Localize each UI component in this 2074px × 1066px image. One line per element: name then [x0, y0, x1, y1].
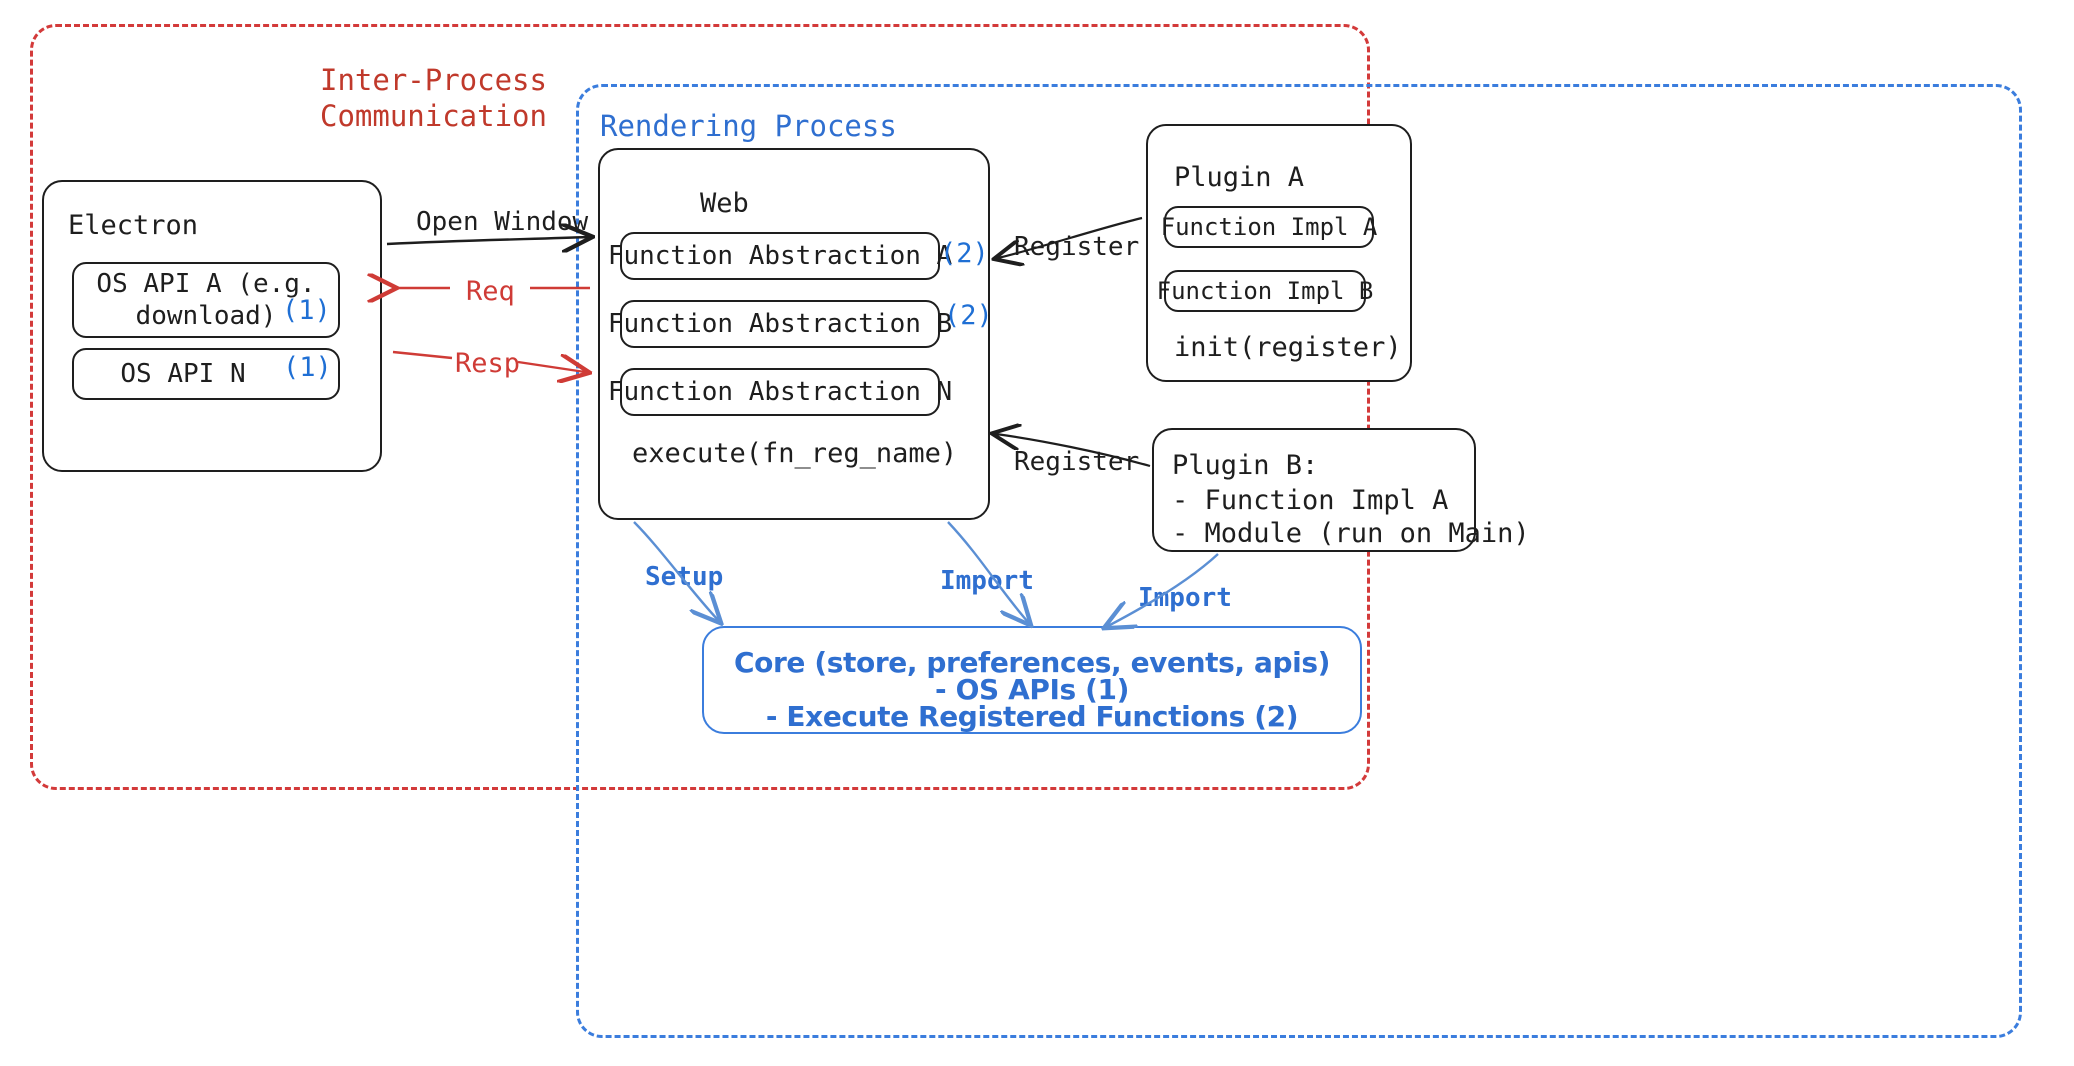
- region-rendering-process: [576, 84, 2022, 1038]
- os-api-n-marker: (1): [283, 352, 332, 383]
- os-api-a-marker: (1): [282, 295, 331, 326]
- function-abstraction-a-chip[interactable]: Function Abstraction A: [608, 232, 952, 280]
- plugin-a-function-impl-a-chip[interactable]: Function Impl A: [1161, 206, 1377, 248]
- function-abstraction-n-label: Function Abstraction N: [607, 377, 953, 407]
- core-line-2: - OS APIs (1): [935, 673, 1129, 706]
- edge-label-setup: Setup: [645, 562, 724, 592]
- plugin-b-title: Plugin B:: [1172, 450, 1319, 481]
- function-abstraction-b-chip[interactable]: Function Abstraction B: [608, 300, 952, 348]
- function-abstraction-a-marker: (2): [940, 238, 989, 269]
- edge-label-register-top: Register: [1014, 232, 1140, 262]
- edge-label-import-left: Import: [940, 566, 1034, 596]
- plugin-b-line-2: - Module (run on Main): [1172, 518, 1530, 549]
- plugin-a-function-impl-a-label: Function Impl A: [1160, 213, 1378, 241]
- plugin-a-box: [1146, 124, 1412, 382]
- plugin-a-function-impl-b-chip[interactable]: Function Impl B: [1157, 270, 1373, 312]
- plugin-b-box: [1152, 428, 1476, 552]
- region-inter-process-communication: [30, 24, 1370, 790]
- os-api-a-label: OS API A (e.g. download): [96, 268, 316, 332]
- core-line-3: - Execute Registered Functions (2): [765, 700, 1299, 733]
- os-api-a-chip[interactable]: OS API A (e.g. download): [72, 262, 340, 338]
- plugin-a-function-impl-b-label: Function Impl B: [1156, 277, 1374, 305]
- edge-label-register-bottom: Register: [1014, 447, 1140, 477]
- os-api-n-label: OS API N: [120, 359, 246, 389]
- function-abstraction-b-marker: (2): [944, 300, 993, 331]
- web-execute-method: execute(fn_reg_name): [632, 438, 958, 469]
- function-abstraction-n-chip[interactable]: Function Abstraction N: [608, 368, 952, 416]
- function-abstraction-b-label: Function Abstraction B: [607, 309, 953, 339]
- function-abstraction-a-label: Function Abstraction A: [607, 241, 953, 271]
- region-title-ipc: Inter-Process Communication: [320, 63, 547, 134]
- plugin-b-line-1: - Function Impl A: [1172, 485, 1449, 516]
- plugin-a-init-method: init(register): [1174, 332, 1402, 363]
- edge-label-req: Req: [466, 276, 515, 307]
- electron-title: Electron: [68, 210, 199, 241]
- core-line-1: Core (store, preferences, events, apis): [734, 646, 1330, 679]
- region-title-rendering-process: Rendering Process: [600, 109, 897, 143]
- edge-label-open-window: Open Window: [416, 207, 589, 237]
- edge-label-resp: Resp: [455, 348, 521, 379]
- os-api-n-chip[interactable]: OS API N: [72, 348, 340, 400]
- plugin-a-title: Plugin A: [1174, 162, 1305, 193]
- web-title: Web: [700, 188, 749, 219]
- core-box: [702, 626, 1362, 734]
- edge-label-import-right: Import: [1138, 583, 1232, 613]
